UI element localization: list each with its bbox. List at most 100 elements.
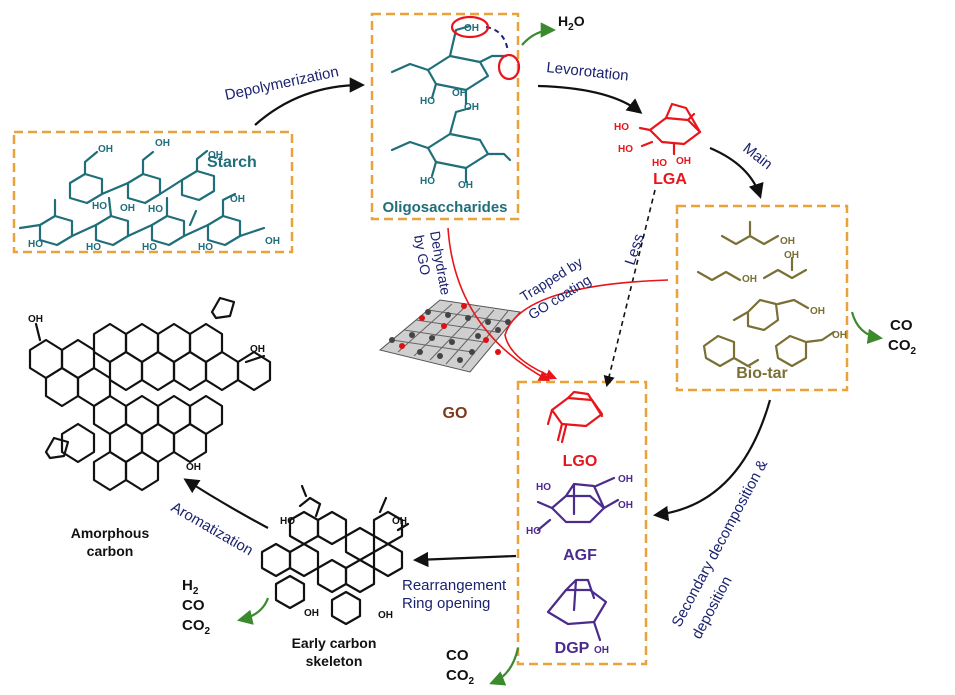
arrow-h2-co-co2-release xyxy=(236,597,270,625)
starch-oh-5: OH xyxy=(230,194,245,205)
starch-oh-6: OH xyxy=(265,236,280,247)
biotar-oh-4: OH xyxy=(810,306,825,317)
hydroxyl-link-dashed xyxy=(485,26,509,53)
lga-ho-1: HO xyxy=(614,122,629,133)
biotar-structures xyxy=(696,220,836,368)
lga-structure xyxy=(638,102,702,156)
product-co-bottom-1: CO xyxy=(446,647,469,664)
oligo-oh-2: OH xyxy=(452,88,467,99)
oligo-oh-4: OH xyxy=(458,180,473,191)
lga-label: LGA xyxy=(653,171,687,188)
biotar-oh-2: OH xyxy=(742,274,757,285)
oh-highlight-circle xyxy=(450,15,490,39)
product-co-biotar-1: CO xyxy=(890,317,913,334)
agf-label: AGF xyxy=(563,547,597,564)
starch-ho-1: HO xyxy=(92,201,107,212)
early-carbon-oh-1: OH xyxy=(392,516,407,527)
arrow-h2o-release xyxy=(521,22,557,46)
lga-oh-labels: HO HO HO OH xyxy=(614,122,691,169)
starch-label: Starch xyxy=(207,154,257,171)
label-levorotation: Levorotation xyxy=(546,59,630,85)
product-h2-sub: 2 xyxy=(193,586,199,597)
starch-ho-5: HO xyxy=(142,242,157,253)
starch-box xyxy=(12,130,294,254)
agf-ho-1: HO xyxy=(536,482,551,493)
lgo-structure xyxy=(546,390,604,444)
dgp-oh: OH xyxy=(594,645,609,656)
lgo-label: LGO xyxy=(563,453,598,470)
amorphous-carbon-label-1: Amorphous xyxy=(71,525,150,541)
arrow-less xyxy=(603,189,656,388)
product-h2o-sub: 2 xyxy=(568,22,574,33)
label-less: Less xyxy=(622,232,648,267)
amorphous-carbon-label-2: carbon xyxy=(87,543,134,559)
product-h2-main: H xyxy=(182,577,193,594)
products-box xyxy=(516,380,648,666)
oligosaccharides-box xyxy=(370,12,520,221)
label-ring-opening: Ring opening xyxy=(402,595,490,612)
lga-oh-1: OH xyxy=(676,156,691,167)
go-label: GO xyxy=(443,405,468,422)
product-co2-left-main: CO xyxy=(182,617,205,634)
arrow-co-bottom-release xyxy=(489,647,520,686)
arrow-main xyxy=(709,146,764,199)
agf-structure xyxy=(536,476,620,532)
biotar-box xyxy=(675,204,849,392)
label-dehydrate-2: by GO xyxy=(411,234,434,277)
oligosaccharides-label: Oligosaccharides xyxy=(382,199,507,216)
starch-oh-4: OH xyxy=(120,203,135,214)
starch-oh-1: OH xyxy=(98,144,113,155)
go-sheet xyxy=(378,299,521,373)
product-h2o: H2O xyxy=(558,13,585,33)
anomeric-highlight-circle xyxy=(497,53,521,81)
early-carbon-label-2: skeleton xyxy=(306,653,363,669)
product-co2-biotar-sub: 2 xyxy=(911,346,917,357)
agf-ho-2: HO xyxy=(526,526,541,537)
label-rearrangement: Rearrangement xyxy=(402,577,507,594)
label-main: Main xyxy=(740,140,776,173)
product-h2: H2 xyxy=(182,577,199,597)
biotar-label: Bio-tar xyxy=(736,365,788,382)
lga-ho-2: HO xyxy=(618,144,633,155)
biotar-oh-3: OH xyxy=(784,250,799,261)
lga-ho-3: HO xyxy=(652,158,667,169)
oligo-oh-3: OH xyxy=(464,102,479,113)
starch-ho-6: HO xyxy=(198,242,213,253)
product-co2-left: CO2 xyxy=(182,617,211,637)
product-h2o-o: O xyxy=(574,13,585,29)
dgp-structure xyxy=(546,578,608,642)
amorphous-oh-1: OH xyxy=(28,314,43,325)
oligo-oh-1: OH xyxy=(464,23,479,34)
starch-oh-3: OH xyxy=(208,150,223,161)
early-carbon-structure xyxy=(260,484,410,626)
biotar-oh-5: OH xyxy=(832,330,847,341)
product-co2-biotar-main: CO xyxy=(888,337,911,354)
arrow-aromatization xyxy=(183,478,269,529)
product-co2-bottom: CO2 xyxy=(446,667,475,687)
starch-oh-labels: OH OH OH HO HO OH OH HO HO HO HO OH xyxy=(28,138,280,253)
amorphous-oh-3: OH xyxy=(186,462,201,473)
agf-oh-2: OH xyxy=(618,500,633,511)
arrow-levorotation xyxy=(537,84,643,114)
oligosaccharide-structure xyxy=(390,24,512,184)
amorphous-oh-2: OH xyxy=(250,344,265,355)
oligo-ho-2: HO xyxy=(420,176,435,187)
product-co2-biotar: CO2 xyxy=(888,337,917,357)
biotar-oh-labels: OH OH OH OH OH xyxy=(742,236,847,341)
product-co2-bottom-main: CO xyxy=(446,667,469,684)
arrow-secondary-decomposition xyxy=(652,399,772,522)
early-carbon-oh-2: OH xyxy=(304,608,319,619)
biotar-oh-1: OH xyxy=(780,236,795,247)
starch-structure xyxy=(18,149,266,247)
starch-ho-4: HO xyxy=(86,242,101,253)
arrow-rearrangement xyxy=(412,551,517,568)
product-co2-bottom-sub: 2 xyxy=(469,676,475,687)
early-carbon-oh-labels: HO OH OH OH xyxy=(280,516,407,621)
arrow-dehydrate xyxy=(447,227,550,382)
oligo-labels: OH HO OH OH HO OH xyxy=(420,23,479,191)
product-co-left: CO xyxy=(182,597,205,614)
arrow-trapped-by-go xyxy=(504,279,669,380)
amorphous-carbon-structure xyxy=(28,296,272,492)
product-co2-left-sub: 2 xyxy=(205,626,211,637)
